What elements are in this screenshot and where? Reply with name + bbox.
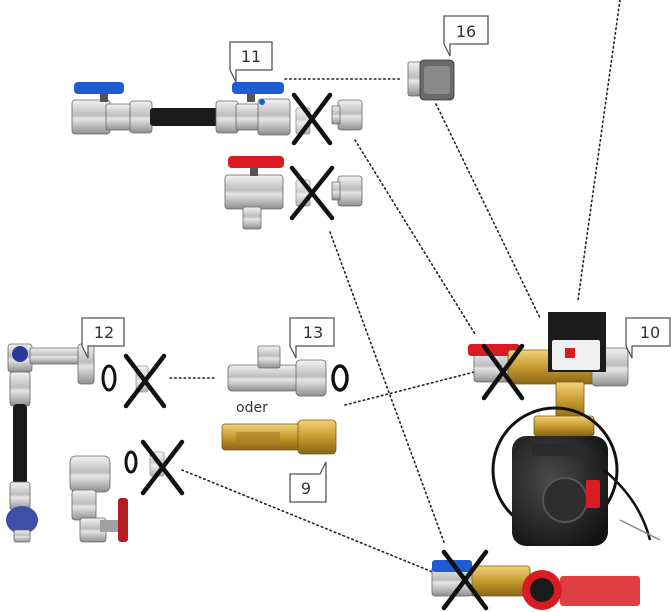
- oder-label: oder: [236, 400, 268, 416]
- callout-16-label: 16: [456, 22, 476, 41]
- part-9-brass-fitting: [221, 419, 337, 455]
- connector-lines: [169, 0, 621, 576]
- x-mark-12: [123, 353, 167, 409]
- lower-red-handle: [118, 498, 128, 542]
- callout-10: 10: [625, 317, 671, 359]
- connector-top-right: [577, 0, 621, 301]
- blue-handle-left: [74, 82, 124, 94]
- callout-13: 13: [289, 317, 335, 359]
- x-mark-lower-left: [140, 439, 185, 496]
- lower-left-valve: [69, 455, 128, 543]
- part-10-pump-station: [431, 312, 661, 610]
- callout-16: 16: [443, 15, 489, 57]
- part-13-tee-fitting: [227, 345, 349, 397]
- part-12-assembly: [6, 343, 95, 543]
- callout-10-label: 10: [640, 323, 660, 342]
- callout-11-label: 11: [241, 47, 261, 66]
- blue-handle-right: [232, 82, 284, 94]
- red-handle: [228, 156, 284, 168]
- callout-13-label: 13: [303, 323, 323, 342]
- connector-union-to-red-valve: [354, 139, 476, 335]
- callout-9-label: 9: [301, 479, 311, 498]
- connector-oder-to-red-valve: [344, 367, 491, 406]
- part-11-valve-hose-assembly: [71, 82, 291, 136]
- x-mark-lower-union: [289, 165, 335, 221]
- connector-16-to-mixer: [435, 103, 541, 319]
- o-ring-12: [101, 364, 117, 392]
- x-mark-pump-red-valve: [481, 343, 525, 401]
- connector-union2-to-bottom-valve: [329, 231, 446, 546]
- x-mark-bottom-valve: [441, 549, 489, 611]
- mixer-red-handle: [468, 344, 520, 356]
- callout-9: 9: [289, 461, 327, 503]
- x-mark-upper-union: [291, 92, 333, 146]
- part-16-fitting: [407, 59, 455, 101]
- red-ball-valve: [224, 156, 284, 230]
- callout-12: 12: [81, 317, 125, 359]
- callout-12-label: 12: [94, 323, 114, 342]
- connector-lower-to-bottom-valve: [181, 469, 441, 576]
- callout-11: 11: [229, 41, 273, 83]
- o-ring-lower: [124, 450, 138, 474]
